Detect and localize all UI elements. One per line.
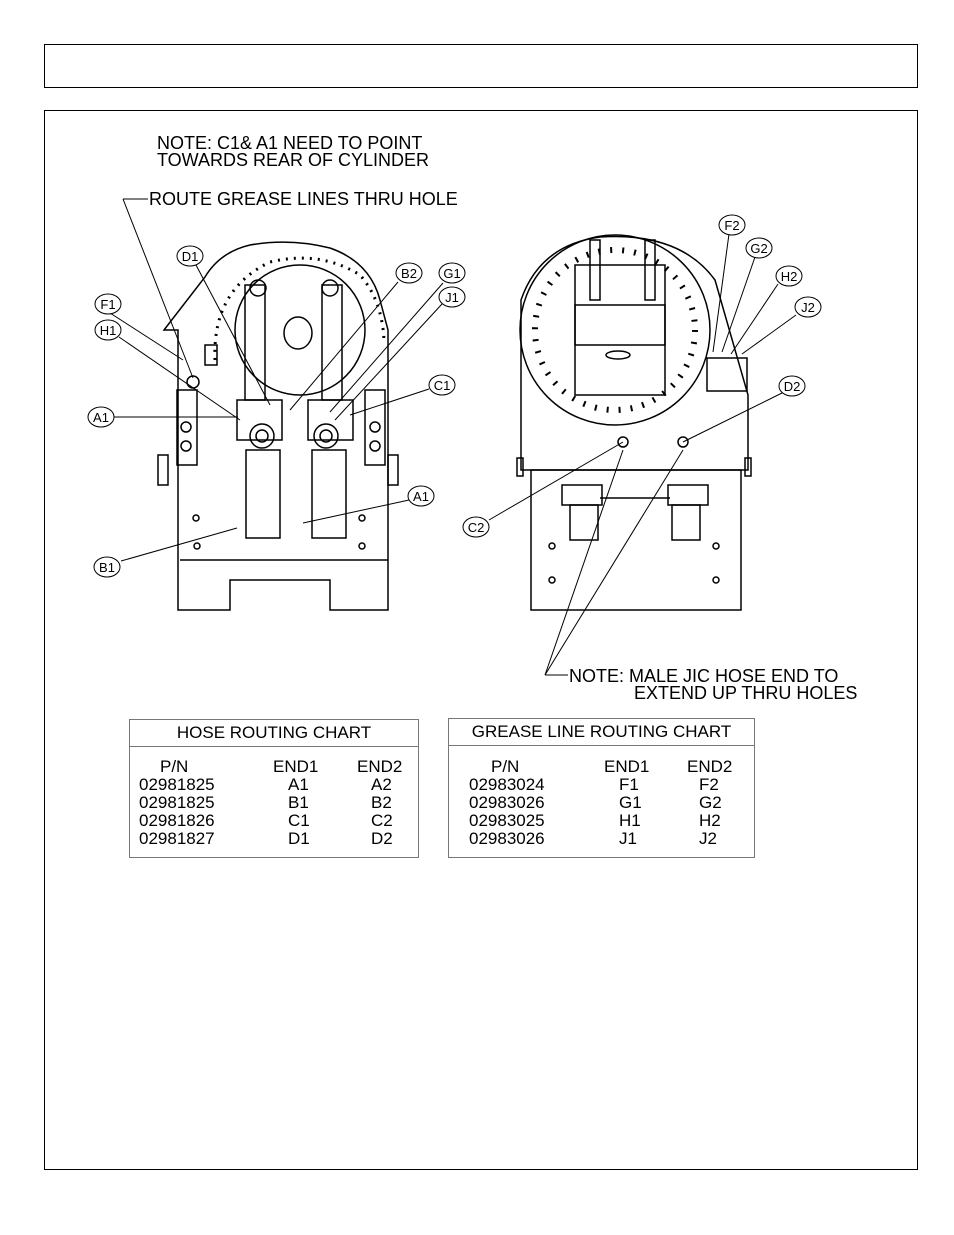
grease-row-3-end1: H1 [619,811,641,830]
callout-h2: H2 [775,265,803,287]
svg-text:C2: C2 [468,520,485,535]
svg-text:H2: H2 [781,269,798,284]
header-box [44,44,918,88]
grease-row-2-end1: G1 [619,793,642,812]
hose-row-1-end1: A1 [288,775,309,794]
svg-text:H1: H1 [100,323,117,338]
grease-row-1-end1: F1 [619,775,639,794]
left-view-assembly [157,241,399,611]
grease-row-4-end1: J1 [619,829,637,848]
hose-row-3-end1: C1 [288,811,310,830]
svg-text:G2: G2 [750,241,767,256]
callout-f2: F2 [718,214,746,236]
hose-row-4-end2: D2 [371,829,393,848]
callout-a1-bottom: A1 [407,485,435,507]
callout-j1: J1 [438,286,466,308]
svg-text:B1: B1 [99,560,115,575]
callout-h1: H1 [94,319,122,341]
svg-text:J2: J2 [801,300,815,315]
svg-text:B2: B2 [401,266,417,281]
callout-g1: G1 [438,262,466,284]
callout-d2: D2 [778,375,806,397]
svg-text:D1: D1 [182,249,199,264]
callouts: D1 B2 G1 J1 F1 H1 C1 A1 A1 B1 F2 G2 H2 J… [87,214,822,578]
callout-b1: B1 [93,556,121,578]
svg-text:F1: F1 [100,297,115,312]
hose-row-3-pn: 02981826 [139,811,215,830]
callout-g2: G2 [745,237,773,259]
main-content-box [44,110,918,1170]
callout-b2: B2 [395,262,423,284]
svg-text:A1: A1 [413,489,429,504]
hose-row-4-end1: D1 [288,829,310,848]
svg-text:J1: J1 [445,290,459,305]
hose-routing-chart: HOSE ROUTING CHART P/N END1 END2 0298182… [129,719,419,858]
grease-header-pn: P/N [491,757,520,776]
grease-row-4-end2: J2 [699,829,717,848]
hose-row-2-pn: 02981825 [139,793,215,812]
hose-chart-title: HOSE ROUTING CHART [130,720,418,747]
grease-row-1-pn: 02983024 [469,775,545,794]
hose-row-3-end2: C2 [371,811,393,830]
callout-a1-top: A1 [87,406,115,428]
grease-row-2-pn: 02983026 [469,793,545,812]
grease-line-routing-chart: GREASE LINE ROUTING CHART P/N END1 END2 … [448,718,755,858]
svg-text:C1: C1 [434,378,451,393]
grease-row-3-end2: H2 [699,811,721,830]
right-view-assembly [516,234,752,611]
leader-lines [109,198,797,676]
hose-header-end1: END1 [273,757,319,776]
grease-header-end2: END2 [687,757,733,776]
callout-j2: J2 [794,296,822,318]
hose-header-pn: P/N [160,757,189,776]
grease-header-end1: END1 [604,757,650,776]
svg-text:A1: A1 [93,410,109,425]
grease-row-2-end2: G2 [699,793,722,812]
grease-row-3-pn: 02983025 [469,811,545,830]
hose-row-1-end2: A2 [371,775,392,794]
hose-row-2-end2: B2 [371,793,392,812]
note2-line1: NOTE: MALE JIC HOSE END TO [569,666,838,686]
note1-line1: NOTE: C1& A1 NEED TO POINT [157,133,422,153]
hose-row-2-end1: B1 [288,793,309,812]
hose-row-4-pn: 02981827 [139,829,215,848]
grease-row-4-pn: 02983026 [469,829,545,848]
svg-text:G1: G1 [443,266,460,281]
hose-header-end2: END2 [357,757,403,776]
callout-c2: C2 [462,516,490,538]
grease-row-1-end2: F2 [699,775,719,794]
svg-text:F2: F2 [724,218,739,233]
grease-note: ROUTE GREASE LINES THRU HOLE [149,189,458,209]
note2-line2: EXTEND UP THRU HOLES [634,683,857,703]
note1-line2: TOWARDS REAR OF CYLINDER [157,150,429,170]
callout-f1: F1 [94,293,122,315]
grease-chart-title: GREASE LINE ROUTING CHART [449,719,754,746]
callout-c1: C1 [428,374,456,396]
hose-row-1-pn: 02981825 [139,775,215,794]
callout-d1: D1 [176,245,204,267]
svg-text:D2: D2 [784,379,801,394]
